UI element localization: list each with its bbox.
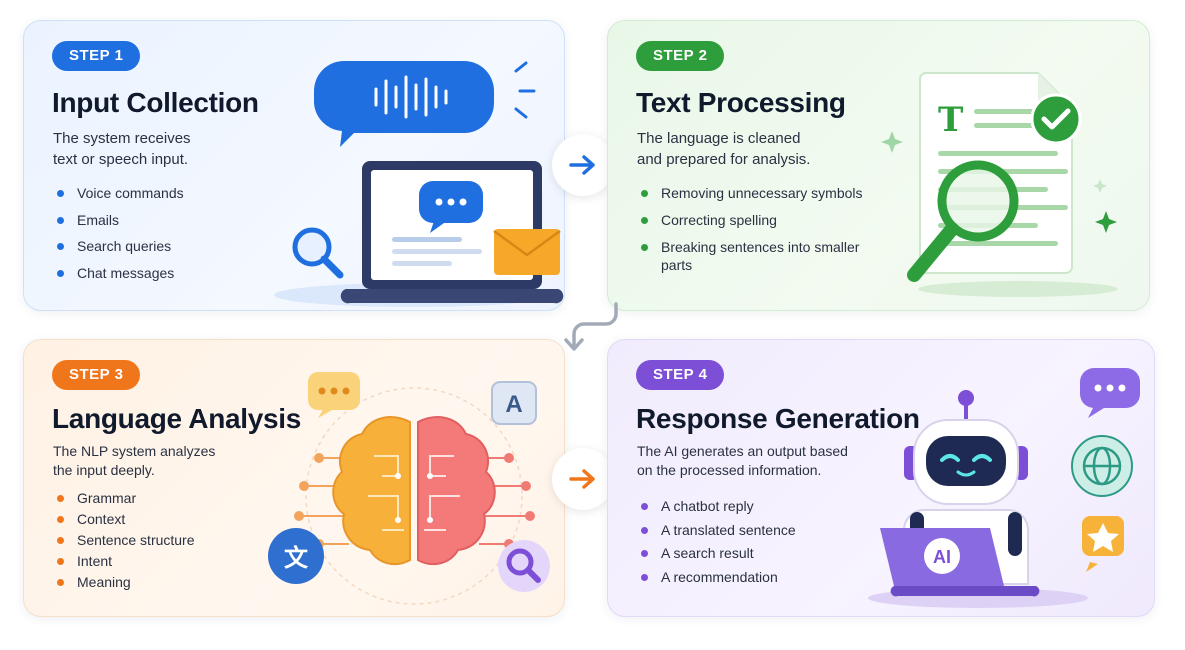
step-3-desc-line: The NLP system analyzes [53,443,216,459]
star-icon [1082,516,1124,572]
step-2-bullet-list: Removing unnecessary symbols Correcting … [641,184,871,283]
list-item: Chat messages [57,264,184,282]
list-item: A recommendation [641,568,796,586]
step-4-desc-line: on the processed information. [637,462,822,478]
list-item: Correcting spelling [641,211,871,229]
list-item: Search queries [57,237,184,255]
step-4-badge: STEP 4 [636,360,725,390]
step-3-card: STEP 3 Language Analysis The NLP system … [23,339,565,617]
svg-text:文: 文 [284,544,309,572]
list-item: Removing unnecessary symbols [641,184,871,202]
step-3-badge: STEP 3 [52,360,141,390]
step-1-desc-line: text or speech input. [53,151,189,168]
step-2-badge: STEP 2 [636,41,725,71]
text-processing-illustration: T [881,72,1118,297]
step-3-title: Language Analysis [52,403,302,434]
list-item: Grammar [57,489,195,507]
arrow-step-3-to-4 [552,448,614,510]
language-analysis-illustration: A 文 [268,372,550,605]
magnifier-icon [907,160,1019,282]
chat-bubble-icon [419,181,483,233]
brain-icon [332,416,496,566]
laptop-icon: AI [880,528,1040,597]
email-icon [493,229,561,275]
globe-icon [1071,435,1133,497]
step-2-title: Text Processing [636,87,846,118]
magnifier-icon [292,227,344,279]
checkmark-icon [1030,93,1082,145]
step-4-desc-line: The AI generates an output based [637,443,848,459]
step-3-desc-line: the input deeply. [53,462,155,478]
step-2-desc-line: and prepared for analysis. [637,151,811,168]
list-item: A search result [641,544,796,562]
step-3-description: The NLP system analyzes the input deeply… [53,442,293,480]
step-2-desc-line: The language is cleaned [637,130,801,147]
chat-bubble-icon [1080,368,1140,418]
list-item: Context [57,510,195,528]
list-item: Meaning [57,573,195,591]
response-generation-illustration: AI [868,368,1140,608]
step-3-bullet-list: Grammar Context Sentence structure Inten… [57,489,195,594]
magnifier-icon [498,540,550,592]
arrow-step-1-to-2 [552,134,614,196]
step-2-description: The language is cleaned and prepared for… [637,128,877,170]
step-2-card: STEP 2 Text Processing The language is c… [607,20,1150,311]
step-4-card: STEP 4 Response Generation The AI genera… [607,339,1155,617]
voice-wave-icon [314,61,536,147]
step-1-card: STEP 1 Input Collection The system recei… [23,20,565,311]
input-collection-illustration [274,61,564,307]
laptop-badge: AI [933,547,951,567]
connector-step-2-to-3 [564,302,618,351]
list-item: Intent [57,552,195,570]
list-item: Breaking sentences into smaller parts [641,238,871,274]
list-item: Sentence structure [57,531,195,549]
list-item: Emails [57,211,184,229]
step-1-bullet-list: Voice commands Emails Search queries Cha… [57,184,184,290]
step-1-title: Input Collection [52,87,259,118]
step-4-bullet-list: A chatbot reply A translated sentence A … [641,497,796,591]
step-4-description: The AI generates an output based on the … [637,442,897,480]
translate-icon: 文 [268,528,324,584]
step-4-title: Response Generation [636,403,920,434]
step-1-description: The system receives text or speech input… [53,128,293,170]
arrow-right-icon [569,155,595,175]
letter-tile-icon: A [491,381,537,425]
arrow-right-icon [569,469,595,489]
chat-bubble-icon [308,372,360,418]
document-letter: T [938,100,963,140]
step-1-desc-line: The system receives [53,130,191,147]
letter-tile-label: A [505,391,522,418]
step-1-badge: STEP 1 [52,41,141,71]
list-item: A chatbot reply [641,497,796,515]
list-item: Voice commands [57,184,184,202]
list-item: A translated sentence [641,521,796,539]
